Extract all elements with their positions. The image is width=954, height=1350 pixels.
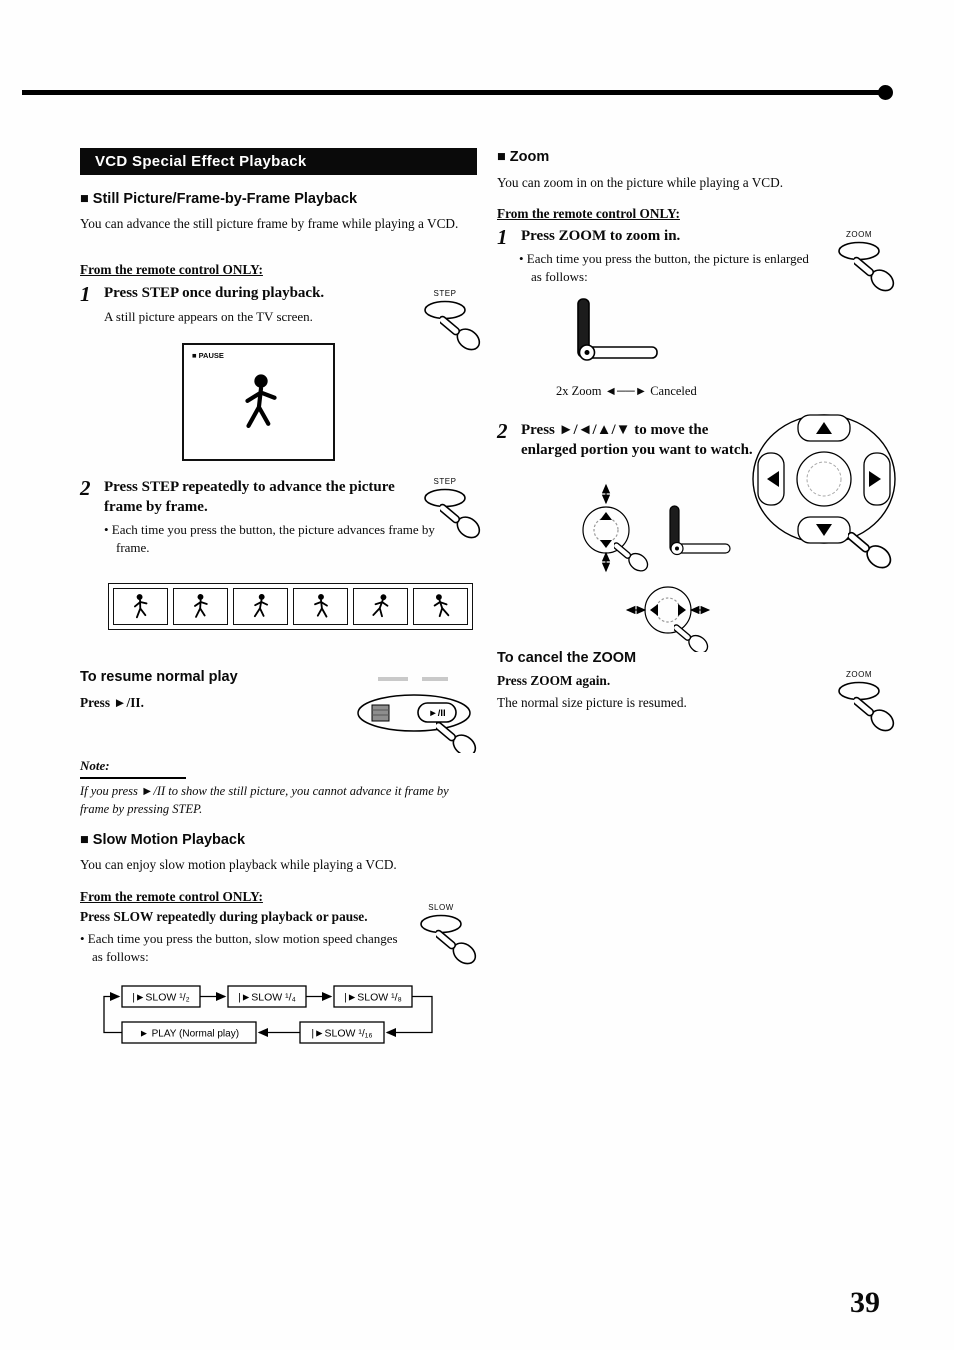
dancer-figure-icon <box>250 592 272 622</box>
flow-box-slow-half: |►SLOW ¹/₂ <box>132 992 189 1004</box>
dancer-figure-icon <box>430 592 452 622</box>
step-instruction: Press ►/◄/▲/▼ to move the enlarged porti… <box>521 422 753 458</box>
film-frame <box>173 588 228 625</box>
still-step-1: 1 Press STEP once during playback. <box>80 284 420 305</box>
slow-motion-heading: ■ Slow Motion Playback <box>80 832 246 848</box>
up-arrow-icon <box>816 422 832 434</box>
step-instruction: Press STEP repeatedly to advance the pic… <box>104 479 395 515</box>
down-arrow-icon <box>816 524 832 536</box>
pan-direction-illustration <box>582 483 731 652</box>
still-picture-intro: You can advance the still picture frame … <box>80 216 459 231</box>
flow-box-play: ► PLAY (Normal play) <box>139 1029 239 1040</box>
right-arrow-icon <box>869 471 881 487</box>
page-number: 39 <box>850 1286 880 1319</box>
zoom-intro: You can zoom in on the picture while pla… <box>497 175 784 190</box>
still-picture-heading: ■ Still Picture/Frame-by-Frame Playback <box>80 191 358 207</box>
pressing-hand-icon <box>674 623 710 652</box>
dancer-figure-icon <box>310 592 332 622</box>
zoom-step-1: 1 Press ZOOM to zoom in. <box>497 227 817 248</box>
right-arrow-icon <box>678 604 686 616</box>
still-step-2: 2 Press STEP repeatedly to advance the p… <box>80 478 425 517</box>
still-step-2-bullet: • Each time you press the button, the pi… <box>104 522 435 555</box>
still-step-1-sub: A still picture appears on the TV screen… <box>104 309 313 324</box>
step-number: 2 <box>80 476 91 500</box>
faint-print <box>422 677 448 681</box>
remote-only-label: From the remote control ONLY: <box>497 206 680 221</box>
step-remote-button: STEP <box>418 477 482 548</box>
down-arrow-icon <box>600 540 612 548</box>
step-remote-button-label: STEP <box>433 289 457 298</box>
step-number: 1 <box>497 225 508 249</box>
button-press-hand-icon <box>424 488 482 539</box>
film-frame <box>293 588 348 625</box>
play-pause-button-icon <box>417 702 457 723</box>
note-label: Note: <box>80 758 110 773</box>
zoom-remote-button-label: ZOOM <box>846 670 872 679</box>
dancer-figure-icon <box>236 361 286 447</box>
flow-box-slow-quarter: |►SLOW ¹/₄ <box>238 992 296 1004</box>
dancer-figure-icon <box>190 592 212 622</box>
step-remote-button-label: STEP <box>433 477 457 486</box>
film-frame <box>113 588 168 625</box>
slow-remote-button: SLOW <box>414 903 478 974</box>
film-frame <box>233 588 288 625</box>
frame-by-frame-strip <box>108 583 473 630</box>
resume-instruction: Press ►/II. <box>80 695 144 710</box>
up-arrow-icon <box>600 512 612 520</box>
note-text: If you press ►/II to show the still pict… <box>80 784 449 816</box>
zoom-heading: ■ Zoom <box>497 149 550 165</box>
slow-remote-button-label: SLOW <box>428 903 454 912</box>
button-press-hand-icon <box>420 914 478 965</box>
slow-speed-flow-diagram: |►SLOW ¹/₂ |►SLOW ¹/₄ |►SLOW ¹/₈ ► PLAY … <box>103 985 433 1044</box>
zoom-corner-illustration <box>577 298 658 361</box>
slow-motion-intro: You can enjoy slow motion playback while… <box>80 857 397 872</box>
zoom-step-2: 2 Press ►/◄/▲/▼ to move the enlarged por… <box>497 421 767 460</box>
button-press-hand-icon <box>424 300 482 351</box>
cancel-zoom-heading: To cancel the ZOOM <box>497 650 637 666</box>
step-number: 2 <box>497 419 508 443</box>
top-rule-dot <box>878 85 893 100</box>
dancer-figure-icon <box>370 592 392 622</box>
note-header: Note: <box>80 757 186 779</box>
flow-box-slow-eighth: |►SLOW ¹/₈ <box>344 992 402 1004</box>
zoom-remote-button-label: ZOOM <box>846 230 872 239</box>
dancer-figure-icon <box>130 592 152 622</box>
remote-only-label: From the remote control ONLY: <box>80 889 263 904</box>
cancel-zoom-instruction: Press ZOOM again. <box>497 673 611 688</box>
cursor-pad-illustration <box>752 414 896 569</box>
play-pause-remote-illustration: ►/II <box>350 673 490 758</box>
step-instruction: Press STEP once during playback. <box>104 285 325 301</box>
tv-still-picture: ■ PAUSE <box>182 343 335 461</box>
grid-button-icon <box>371 704 390 722</box>
film-frame <box>413 588 468 625</box>
zoom-toggle-caption: 2x Zoom ◄──► Canceled <box>556 384 697 398</box>
pressing-hand-icon <box>436 720 478 757</box>
section-header: VCD Special Effect Playback <box>80 148 477 175</box>
zoom-remote-button: ZOOM <box>832 670 896 741</box>
slow-bullet: • Each time you press the button, slow m… <box>80 931 398 964</box>
pressing-hand-icon <box>848 530 894 569</box>
faint-print <box>378 677 408 681</box>
slow-instruction: Press SLOW repeatedly during playback or… <box>80 909 368 924</box>
button-press-hand-icon <box>838 681 896 732</box>
remote-only-label: From the remote control ONLY: <box>80 262 263 277</box>
pressing-hand-icon <box>614 541 650 572</box>
zoom-remote-button: ZOOM <box>832 230 896 301</box>
zoom-step-1-bullet: • Each time you press the button, the pi… <box>519 251 809 284</box>
button-press-hand-icon <box>838 241 896 292</box>
left-arrow-icon <box>767 471 779 487</box>
step-instruction: Press ZOOM to zoom in. <box>521 228 681 244</box>
left-arrow-icon <box>650 604 658 616</box>
cancel-zoom-text: The normal size picture is resumed. <box>497 695 687 710</box>
film-frame <box>353 588 408 625</box>
play-pause-button-label: ►/II <box>428 708 445 719</box>
pause-indicator: ■ PAUSE <box>192 351 224 360</box>
resume-heading: To resume normal play <box>80 669 238 685</box>
remote-panel-icon: ►/II <box>357 677 478 757</box>
step-number: 1 <box>80 282 91 306</box>
top-rule <box>22 90 884 95</box>
step-remote-button: STEP <box>418 289 482 360</box>
flow-box-slow-sixteenth: |►SLOW ¹/₁₆ <box>311 1028 372 1040</box>
